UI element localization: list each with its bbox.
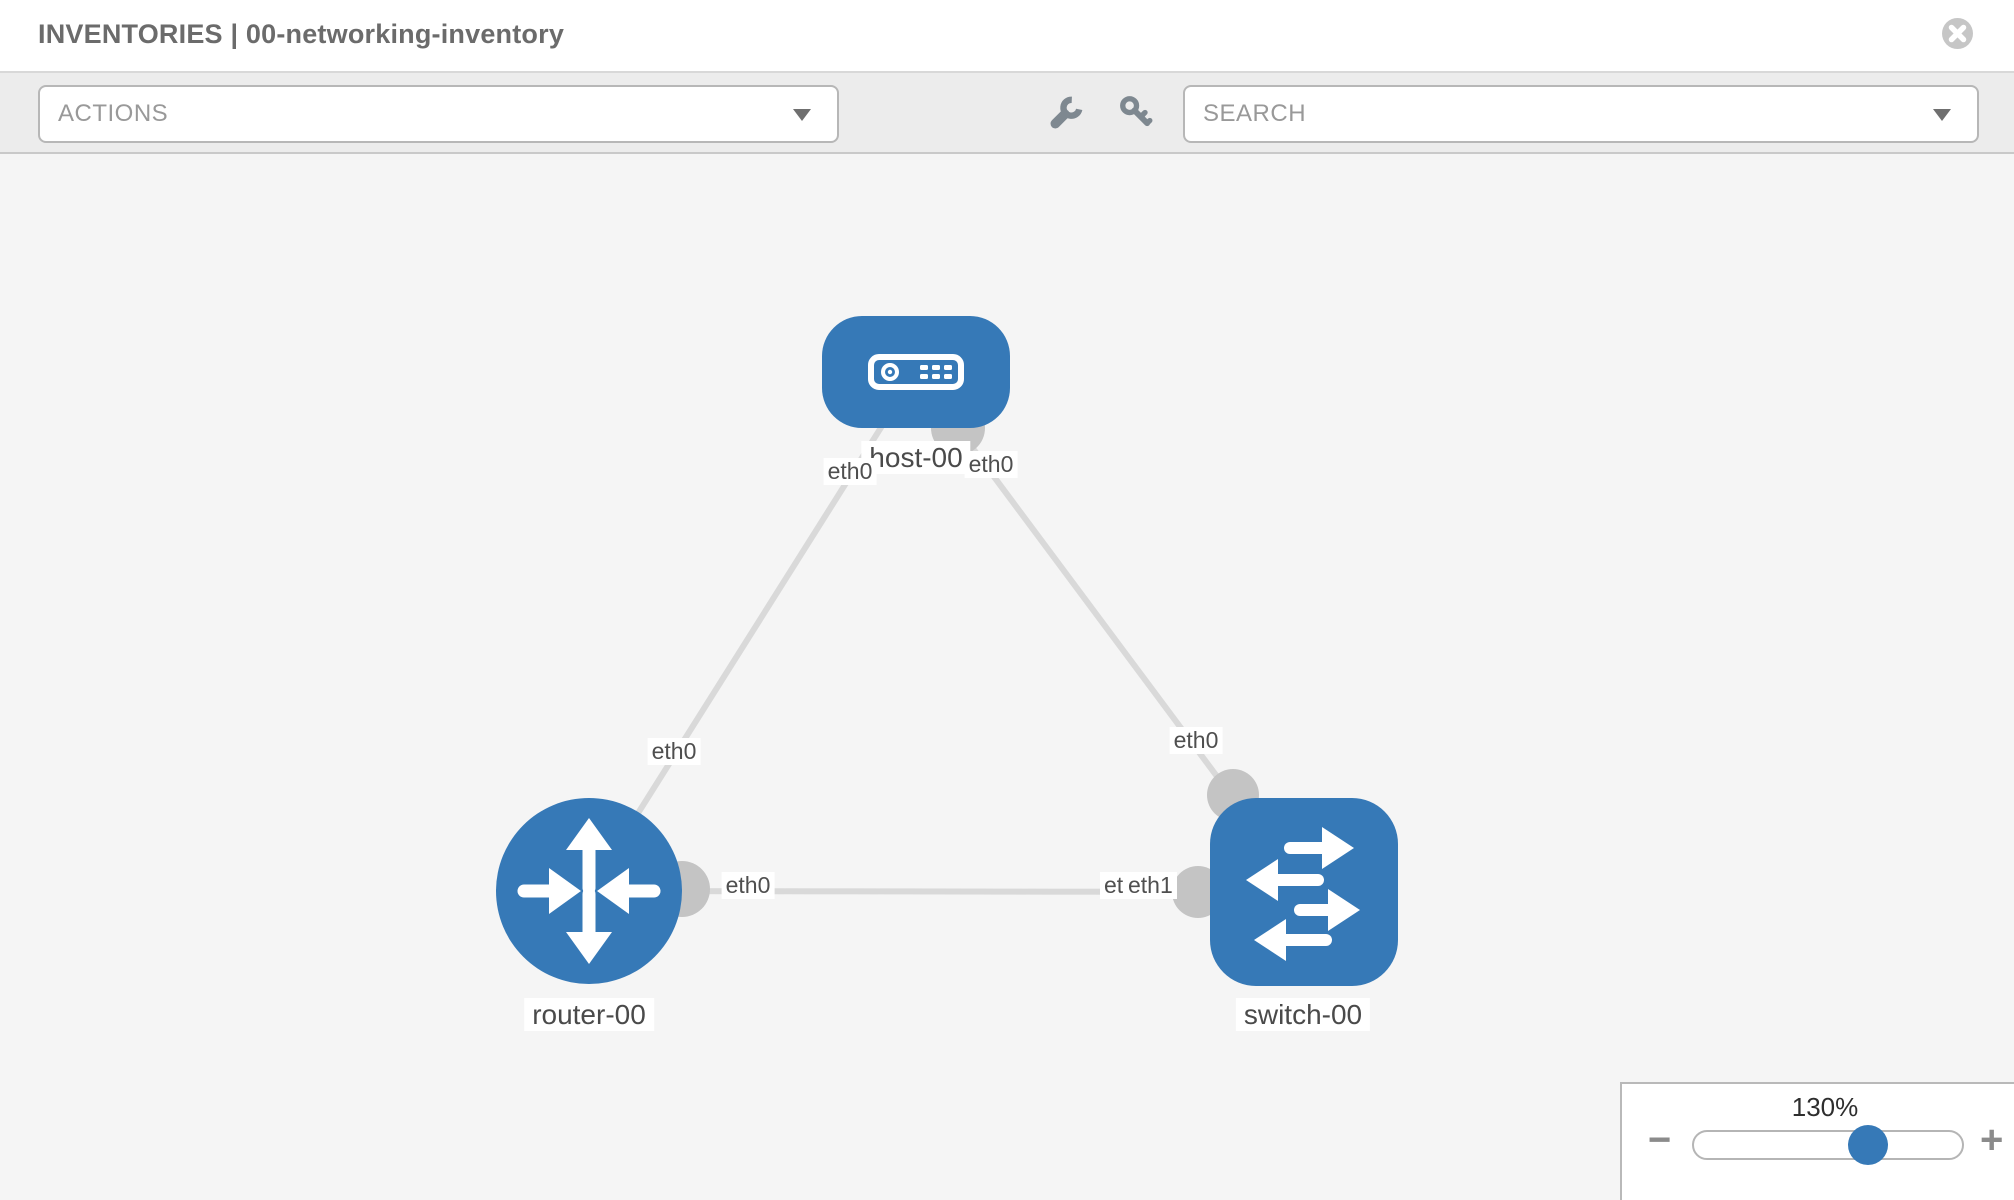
- node-host-00[interactable]: [822, 316, 1010, 428]
- interface-label-router-eth0-horizontal: eth0: [721, 872, 775, 899]
- search-dropdown[interactable]: SEARCH: [1183, 85, 1979, 143]
- zoom-in-button[interactable]: +: [1980, 1118, 2004, 1162]
- toolbar: ACTIONS SEARCH: [0, 73, 2014, 154]
- zoom-level-readout: 130%: [1791, 1092, 1859, 1122]
- zoom-slider-track[interactable]: [1692, 1125, 1964, 1165]
- close-icon: [1942, 18, 1973, 49]
- chevron-down-icon: [1933, 109, 1951, 121]
- actions-dropdown-label: ACTIONS: [58, 100, 169, 127]
- zoom-slider-thumb[interactable]: [1848, 1125, 1888, 1165]
- host-device-icon: [868, 354, 964, 390]
- key-icon: [1120, 96, 1153, 127]
- interface-label-host-eth0-right: eth0: [964, 451, 1018, 478]
- node-router-00[interactable]: [496, 798, 682, 984]
- interface-label-switch-eth1: eth1: [1124, 872, 1177, 899]
- zoom-out-button[interactable]: −: [1648, 1118, 1672, 1162]
- header-bar: INVENTORIES | 00-networking-inventory: [0, 0, 2014, 73]
- topology-canvas[interactable]: [0, 75, 2014, 1200]
- node-label-switch-00: switch-00: [1235, 998, 1371, 1031]
- interface-label-switch-eth0-uplink: eth0: [1169, 727, 1223, 754]
- actions-dropdown[interactable]: ACTIONS: [38, 85, 839, 143]
- interface-label-host-eth0-left: eth0: [823, 458, 877, 485]
- router-arrows-icon: [517, 818, 661, 964]
- tools-button[interactable]: [1040, 85, 1094, 139]
- node-switch-00[interactable]: [1210, 798, 1398, 986]
- page-title: INVENTORIES | 00-networking-inventory: [38, 19, 565, 49]
- node-label-router-00: router-00: [524, 998, 654, 1031]
- switch-arrows-icon: [1246, 827, 1360, 961]
- wrench-icon: [1050, 96, 1083, 129]
- zoom-control-panel: 130% − +: [1620, 1082, 2014, 1200]
- search-dropdown-label: SEARCH: [1203, 100, 1307, 127]
- credentials-button[interactable]: [1109, 85, 1163, 139]
- close-button[interactable]: [1941, 17, 1974, 50]
- interface-label-router-eth0-uplink: eth0: [647, 738, 701, 765]
- node-label-host-00: host-00: [861, 441, 971, 474]
- chevron-down-icon: [793, 109, 811, 121]
